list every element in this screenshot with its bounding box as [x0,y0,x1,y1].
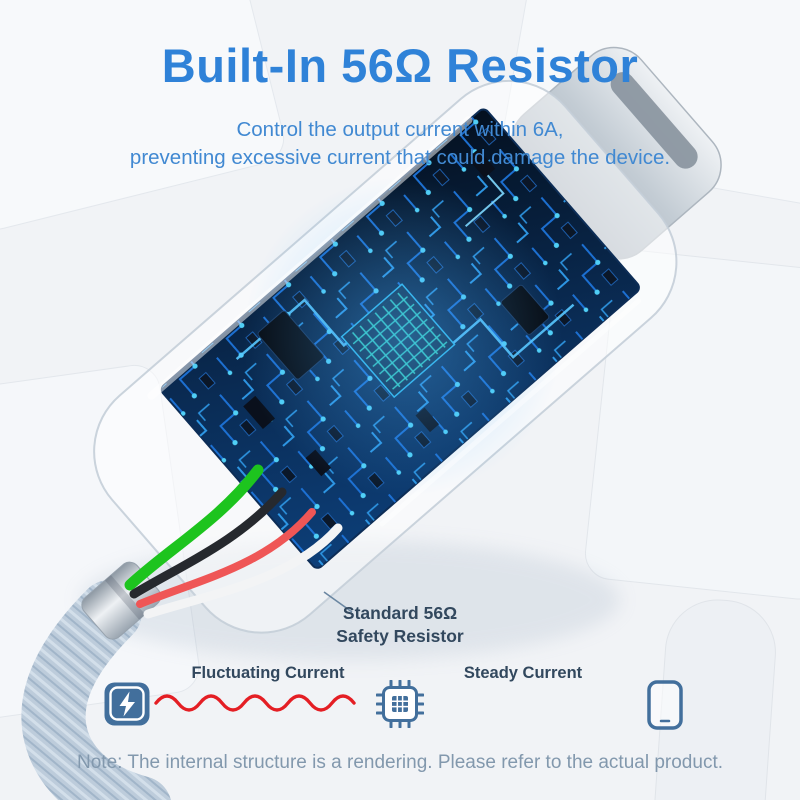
black-wire [129,487,287,599]
pcb-board [160,108,640,569]
green-wire [124,464,264,591]
phone-icon [647,680,683,730]
chip-icon [376,680,424,728]
callout-line1: Standard 56Ω [342,603,458,623]
fluctuating-current-label: Fluctuating Current [191,664,345,682]
callout-line2: Safety Resistor [336,625,464,646]
subtitle-line1: Control the output current within 6A, [236,118,564,141]
steady-current-label: Steady Current [463,664,583,682]
resistor-callout: Standard 56Ω Safety Resistor [0,602,800,648]
callout-arrow [323,591,353,613]
subtitle: Control the output current within 6A, pr… [0,116,800,171]
red-wire [136,508,316,608]
charger-icon [104,682,150,726]
internal-wires [124,464,343,619]
glass-highlights [147,116,642,527]
page-title: Built-In 56Ω Resistor [161,39,639,92]
white-wire [143,523,343,619]
note-text: Note: The internal structure is a render… [77,752,723,773]
subtitle-line2: preventing excessive current that could … [129,145,671,169]
fluctuating-current-line [154,694,356,712]
braided-cable [21,580,171,800]
